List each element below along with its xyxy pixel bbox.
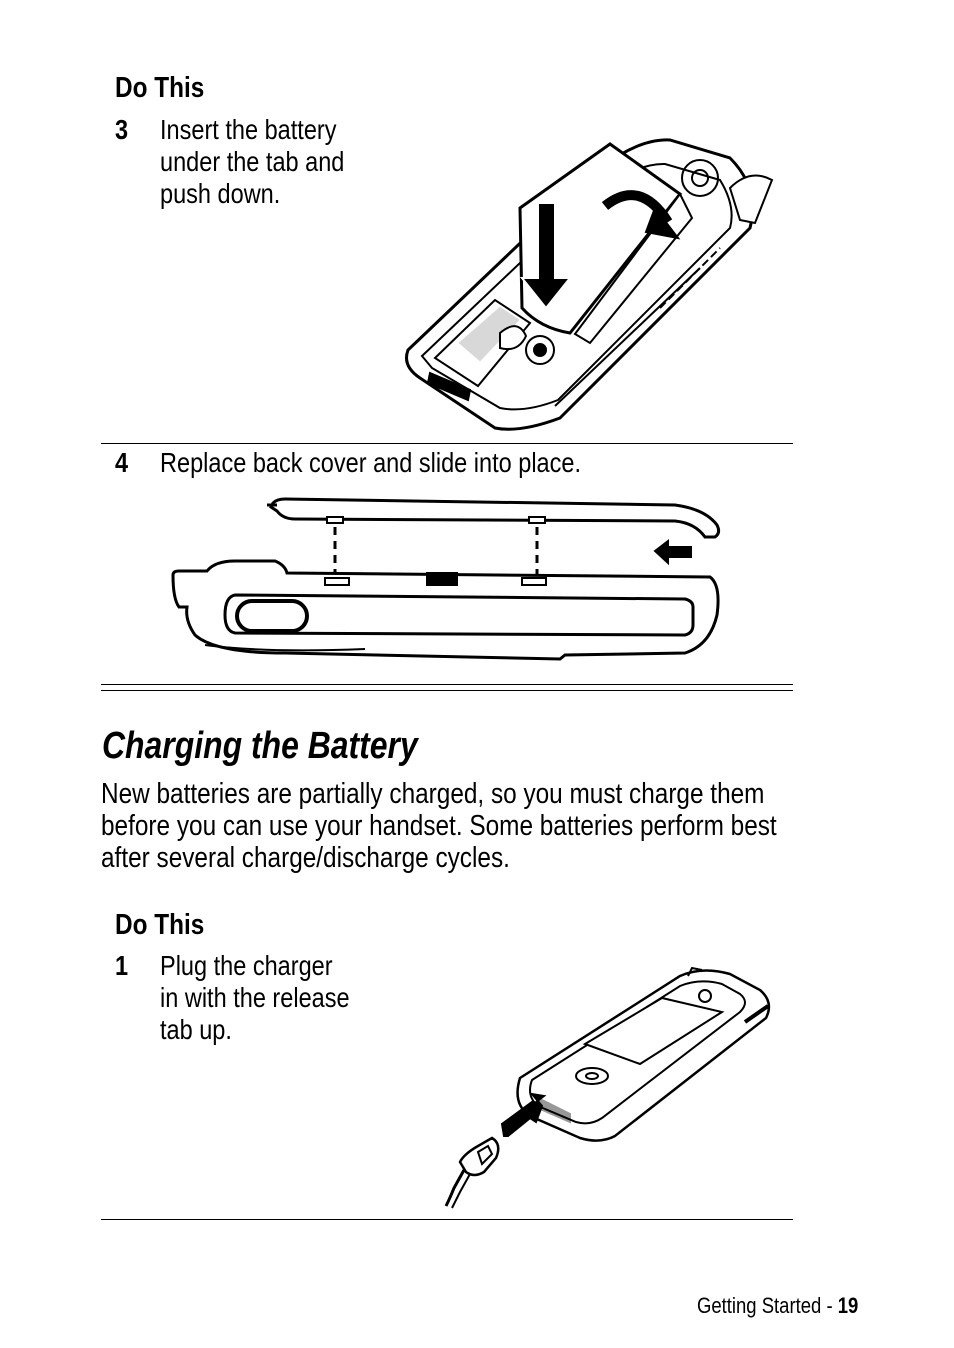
step-line: tab up.: [160, 1014, 232, 1045]
step-line: in with the release: [160, 982, 350, 1013]
paragraph-line: after several charge/discharge cycles.: [101, 842, 510, 874]
step-instruction: Insert the battery under the tab and pus…: [160, 114, 344, 210]
step-number: 3: [115, 114, 129, 145]
footer-section-name: Getting Started: [697, 1293, 822, 1318]
paragraph-line: before you can use your handset. Some ba…: [101, 810, 777, 842]
step-number: 1: [115, 950, 129, 981]
step-instruction: Replace back cover and slide into place.: [160, 447, 581, 478]
footer-separator: -: [826, 1293, 833, 1318]
step-line: push down.: [160, 178, 281, 209]
step-line: Plug the charger: [160, 950, 333, 981]
section-title: Charging the Battery: [102, 725, 418, 767]
section-paragraph: New batteries are partially charged, so …: [101, 778, 777, 874]
step-instruction: Plug the charger in with the release tab…: [160, 950, 350, 1046]
table-header-do-this: Do This: [115, 72, 205, 104]
table-bottom-rule: [101, 690, 793, 691]
phone-charger-plug-illustration: [444, 966, 771, 1209]
step-number: 4: [115, 447, 129, 478]
step-line: Insert the battery: [160, 114, 337, 145]
paragraph-line: New batteries are partially charged, so …: [101, 778, 765, 810]
page-footer: Getting Started - 19: [697, 1293, 858, 1319]
table-row-divider: [101, 443, 793, 444]
table-bottom-rule: [101, 1219, 793, 1220]
phone-battery-insert-illustration: [405, 138, 774, 431]
table-header-do-this: Do This: [115, 909, 205, 941]
step-line: under the tab and: [160, 146, 345, 177]
table-bottom-rule: [101, 684, 793, 685]
phone-cover-slide-illustration: [171, 497, 721, 661]
page-number: 19: [837, 1293, 859, 1318]
